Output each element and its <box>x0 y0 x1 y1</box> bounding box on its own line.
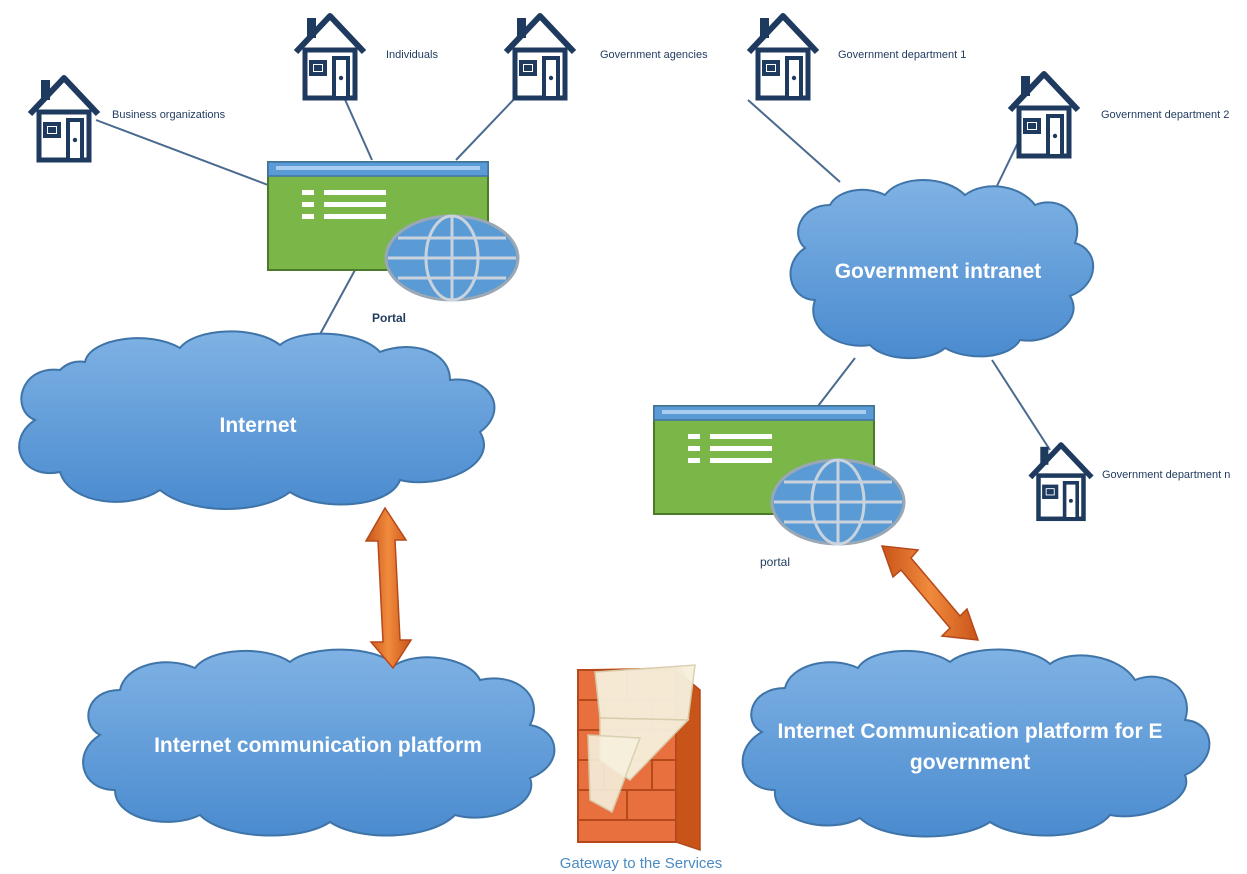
gov-dept-n-label: Government department n <box>1102 469 1230 481</box>
link-intranet-to-portal <box>814 357 856 411</box>
icp-egov-label-line1: Internet Communication platform for E <box>777 720 1162 743</box>
house-gov-dept-2: Government department 2 <box>1010 74 1229 156</box>
house-gov-dept-1: Government department 1 <box>749 16 966 98</box>
portal-right: portal <box>652 404 906 569</box>
house-business: Business organizations <box>30 78 226 160</box>
link-individuals-to-portal <box>342 94 373 161</box>
house-gov-agencies: Government agencies <box>506 16 708 98</box>
arrow-internet-to-icp <box>364 506 413 670</box>
house-individuals: Individuals <box>296 16 438 98</box>
internet-cloud: Internet <box>18 330 496 510</box>
gov-agencies-label: Government agencies <box>600 49 708 61</box>
individuals-label: Individuals <box>386 49 438 61</box>
internet-label: Internet <box>219 414 296 437</box>
house-icon <box>749 16 817 98</box>
house-icon <box>30 78 98 160</box>
link-portal-to-internet <box>317 269 356 339</box>
link-business-to-portal <box>95 119 269 186</box>
house-icon <box>296 16 364 98</box>
gateway-firewall: Gateway to the Services <box>560 664 723 872</box>
link-dept1-to-intranet <box>747 99 841 183</box>
portal-left: Portal <box>266 160 520 325</box>
gov-intranet-cloud: Government intranet <box>789 179 1095 360</box>
house-icon <box>1030 445 1091 519</box>
icp-egov-cloud: Internet Communication platform for E go… <box>741 648 1211 838</box>
icp-egov-label-line2: government <box>910 751 1030 774</box>
gov-dept-2-label: Government department 2 <box>1101 109 1229 121</box>
portal-right-label: portal <box>760 555 790 569</box>
icp-label: Internet communication platform <box>154 734 482 757</box>
gov-intranet-label: Government intranet <box>835 260 1042 283</box>
link-agencies-to-portal <box>455 94 519 161</box>
gateway-label: Gateway to the Services <box>560 855 723 872</box>
link-intranet-to-deptn <box>991 359 1051 451</box>
portal-left-label: Portal <box>372 311 406 325</box>
house-icon <box>506 16 574 98</box>
arrow-portal-to-icp-egov <box>880 545 980 641</box>
business-label: Business organizations <box>112 109 226 121</box>
house-icon <box>1010 74 1078 156</box>
gov-dept-1-label: Government department 1 <box>838 49 966 61</box>
icp-cloud: Internet communication platform <box>82 648 556 837</box>
house-gov-dept-n: Government department n <box>1030 445 1230 519</box>
